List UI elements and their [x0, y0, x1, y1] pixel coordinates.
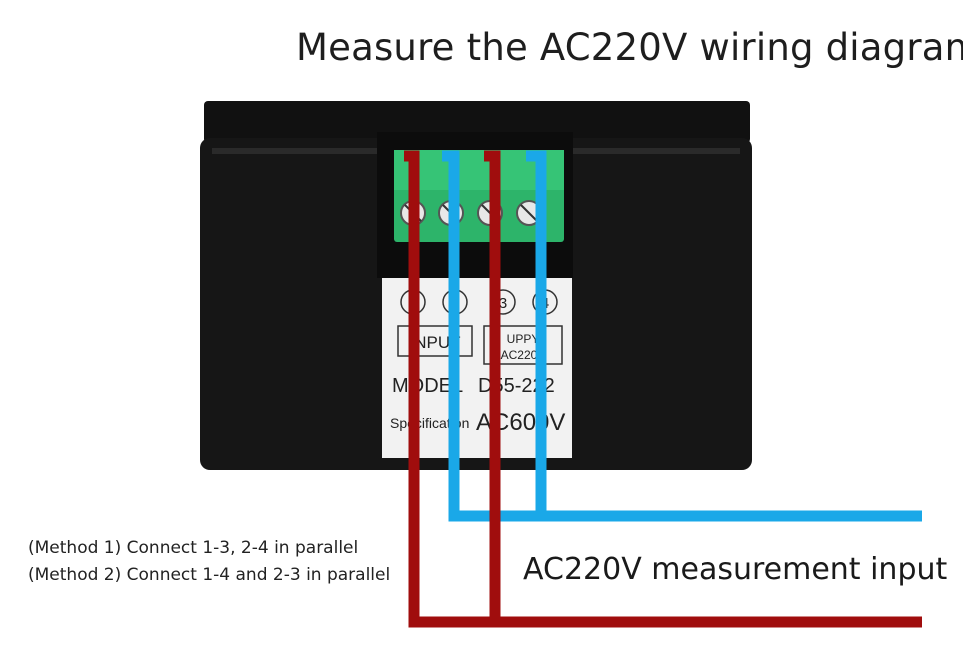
- red-wire: [404, 150, 922, 628]
- supply-box: [483, 325, 563, 365]
- input-label: INPUT: [410, 333, 461, 352]
- method-1-text: (Method 1) Connect 1-3, 2-4 in parallel: [28, 538, 359, 558]
- measurement-input-label: AC220V measurement input: [523, 552, 948, 587]
- method-2-text: (Method 2) Connect 1-4 and 2-3 in parall…: [28, 565, 391, 585]
- supply-label-line1: UPPY: [507, 332, 540, 346]
- blue-wire: [442, 150, 922, 522]
- input-box: [397, 325, 473, 357]
- spec-value: AC600V: [476, 409, 565, 436]
- supply-label-line2: AC220V: [501, 348, 546, 362]
- terminal-num-3: 3: [499, 295, 507, 312]
- diagram-title: Measure the AC220V wiring diagram: [296, 26, 963, 69]
- device-flange: [204, 101, 750, 143]
